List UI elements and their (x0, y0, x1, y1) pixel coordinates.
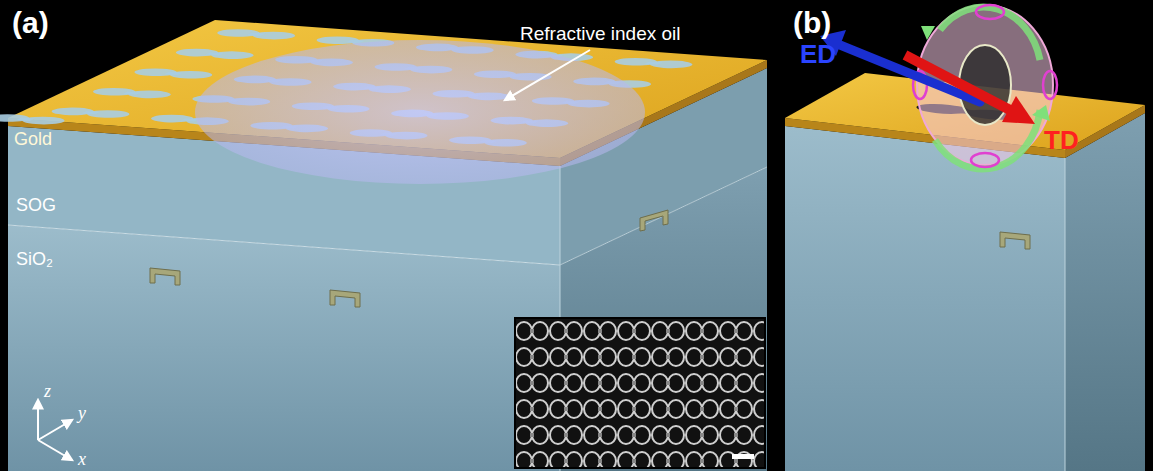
unit-cell-b (785, 5, 1145, 471)
layer-label: SiO₂ (16, 250, 53, 270)
axis-label: x (78, 450, 86, 470)
panel-label: (a) (12, 6, 49, 39)
vector-label: ED (800, 40, 836, 69)
callout-label: Refractive index oil (520, 24, 681, 45)
layer-label: Gold (14, 130, 52, 150)
layer-stack-a (0, 20, 767, 471)
sem-inset (515, 318, 765, 468)
layer-label: SOG (16, 196, 56, 216)
panel-label: (b) (793, 6, 831, 39)
axis-label: z (44, 382, 51, 402)
axis-label: y (78, 404, 86, 424)
axes (38, 400, 72, 460)
vector-label: TD (1044, 126, 1079, 155)
